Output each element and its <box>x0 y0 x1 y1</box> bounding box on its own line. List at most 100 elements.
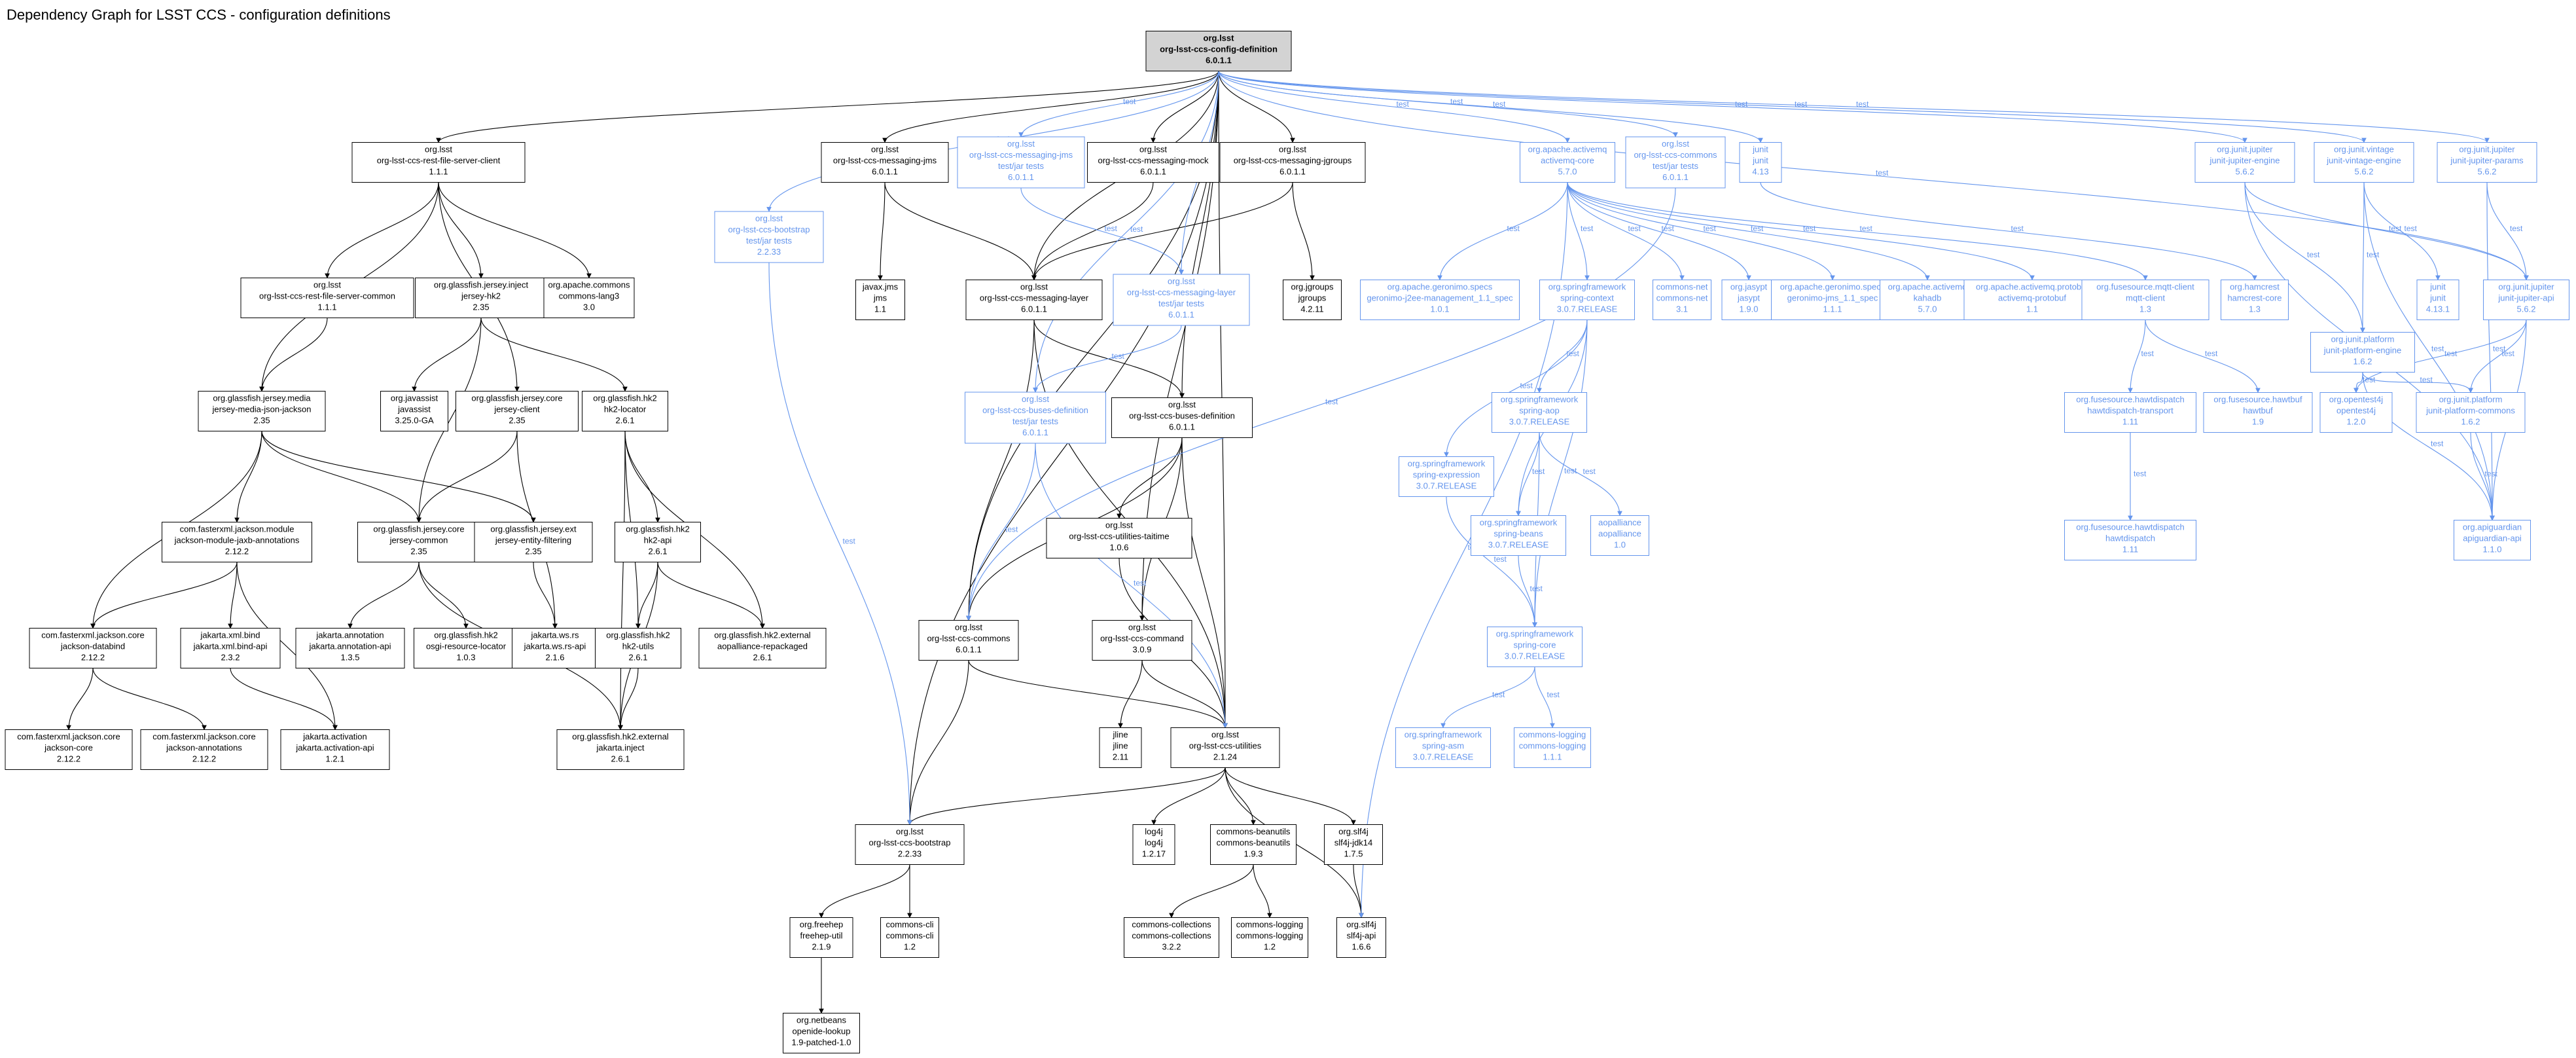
node-label: 5.6.2 <box>2478 167 2497 177</box>
node-label: commons-cli <box>886 931 934 941</box>
dependency-edge-mqtt-client--hawtbuf <box>2145 319 2261 393</box>
edge-scope-label: test <box>1751 224 1764 233</box>
dependency-node-openide-lookup: org.netbeansopenide-lookup1.9-patched-1.… <box>783 1013 860 1053</box>
node-label: com.fasterxml.jackson.core <box>17 732 120 742</box>
node-box <box>2081 280 2209 320</box>
node-label: freehep-util <box>800 931 842 941</box>
node-label: 1.9-patched-1.0 <box>791 1038 851 1048</box>
node-box <box>957 136 1085 189</box>
node-label: test/jar tests <box>1012 416 1059 426</box>
node-label: 6.0.1.1 <box>956 645 982 655</box>
edge-scope-label: test <box>2493 344 2506 354</box>
dependency-edge-buses-definition--utilities <box>1181 437 1228 729</box>
dependency-edge-jackson-module-jaxb--jakarta-xml-bind-api <box>228 562 238 629</box>
dependency-node-messaging-jms: org.lsstorg-lsst-ccs-messaging-jms6.0.1.… <box>821 142 949 183</box>
dependency-node-rest-common: org.lsstorg-lsst-ccs-rest-file-server-co… <box>240 278 414 318</box>
dependency-edge-jersey-common--osgi-resource-locator <box>418 562 469 629</box>
node-label: jakarta.activation <box>302 732 367 742</box>
node-label: 3.1 <box>1676 304 1688 314</box>
node-label: org.lsst <box>896 827 923 837</box>
node-label: jersey-common <box>389 536 448 545</box>
node-label: hk2-locator <box>604 405 647 414</box>
dependency-edge-vintage-engine--platform-engine <box>2360 182 2365 333</box>
node-box <box>1492 392 1587 433</box>
dependency-edge-root--jupiter-engine <box>1218 71 2247 143</box>
node-box <box>474 522 593 562</box>
edge-scope-label: test <box>1520 381 1533 390</box>
dependency-node-jupiter-engine: org.junit.jupiterjunit-jupiter-engine5.6… <box>2194 142 2295 183</box>
node-box <box>2416 392 2526 433</box>
dependency-edge-spring-beans--spring-core <box>1518 555 1537 628</box>
node-box <box>1721 280 1776 320</box>
edge-scope-label: test <box>1803 224 1816 233</box>
node-label: org.junit.jupiter <box>2459 145 2515 155</box>
node-label: org.lsst <box>1279 145 1306 155</box>
node-label: geronimo-j2ee-management_1.1_spec <box>1367 293 1513 303</box>
node-box <box>1625 136 1726 189</box>
dependency-edge-hk2-locator--hk2-api <box>624 431 660 523</box>
node-label: 3.0.9 <box>1133 645 1152 655</box>
node-label: 2.35 <box>525 547 541 556</box>
dependency-node-messaging-jms-tests: org.lsstorg-lsst-ccs-messaging-jmstest/j… <box>957 136 1085 189</box>
dependency-edge-spring-context--spring-core <box>1532 319 1588 628</box>
edge-scope-label: test <box>1134 578 1147 587</box>
dependency-node-jackson-module-jaxb: com.fasterxml.jackson.modulejackson-modu… <box>162 522 312 562</box>
node-label: 2.1.24 <box>1213 752 1237 762</box>
dependency-edge-spring-aop--spring-beans <box>1516 432 1540 517</box>
dependency-edge-activemq-core--spring-context <box>1567 182 1590 281</box>
node-label: org.glassfish.hk2 <box>593 393 657 403</box>
node-label: mqtt-client <box>2126 293 2165 303</box>
dependency-edge-bootstrap--freehep-util <box>819 864 910 919</box>
dependency-edge-jersey-common--jakarta-annotation-api <box>348 562 420 629</box>
dependency-edge-commons-beanutils--commons-collections <box>1169 864 1254 919</box>
node-box <box>1324 824 1383 865</box>
node-label: slf4j-api <box>1347 931 1376 941</box>
node-label: org.fusesource.hawtbuf <box>2213 395 2302 405</box>
dependency-edge-messaging-layer--ccs-commons <box>966 319 1035 621</box>
node-label: kahadb <box>1914 293 1942 303</box>
node-label: org.slf4j <box>1346 920 1376 930</box>
node-label: spring-asm <box>1422 741 1464 751</box>
node-label: opentest4j <box>2336 406 2376 416</box>
edge-scope-label: test <box>1494 555 1507 564</box>
node-label: 1.2.1 <box>326 754 345 764</box>
dependency-edge-spring-core--commons-logging-111 <box>1534 666 1555 729</box>
node-label: log4j <box>1145 827 1163 837</box>
node-label: 1.1.1 <box>1823 304 1842 314</box>
node-label: org.fusesource.hawtdispatch <box>2076 395 2184 405</box>
node-box <box>1471 515 1566 556</box>
node-box <box>1880 280 1975 320</box>
dependency-edge-utilities--commons-beanutils <box>1225 767 1256 826</box>
node-label: aopalliance-repackaged <box>717 642 808 651</box>
edge-scope-label: test <box>1130 225 1143 234</box>
node-label: jakarta.activation-api <box>295 743 374 753</box>
dependency-edge-jersey-client--jersey-common <box>416 431 518 523</box>
node-label: 6.0.1.1 <box>1021 304 1047 314</box>
node-label: 1.1.0 <box>2483 545 2502 555</box>
dependency-edge-buses-definition-tests--ccs-commons <box>966 443 1036 621</box>
node-label: 1.9.3 <box>1244 849 1263 859</box>
node-label: jersey-client <box>493 405 540 414</box>
edge-scope-label: test <box>2420 375 2433 384</box>
node-label: org.glassfish.jersey.core <box>471 393 562 403</box>
edge-scope-label: test <box>1530 584 1543 593</box>
edge-scope-label: test <box>1628 224 1641 233</box>
node-label: org.junit.platform <box>2439 395 2503 405</box>
dependency-node-messaging-jgroups: org.lsstorg-lsst-ccs-messaging-jgroups6.… <box>1219 142 1366 183</box>
node-label: 1.11 <box>2122 545 2138 555</box>
node-box <box>240 278 414 318</box>
node-label: jline <box>1112 741 1128 751</box>
node-label: org.springframework <box>1480 518 1558 528</box>
node-label: 3.0.7.RELEASE <box>1413 752 1474 762</box>
node-label: org.lsst <box>425 145 452 155</box>
node-label: org.springframework <box>1548 282 1626 292</box>
node-box <box>1963 280 2101 320</box>
node-label: org.springframework <box>1496 629 1574 639</box>
node-label: commons-net <box>1656 282 1708 292</box>
node-label: org.hamcrest <box>2230 282 2280 292</box>
dependency-node-jakarta-inject: org.glassfish.hk2.externaljakarta.inject… <box>556 729 685 770</box>
